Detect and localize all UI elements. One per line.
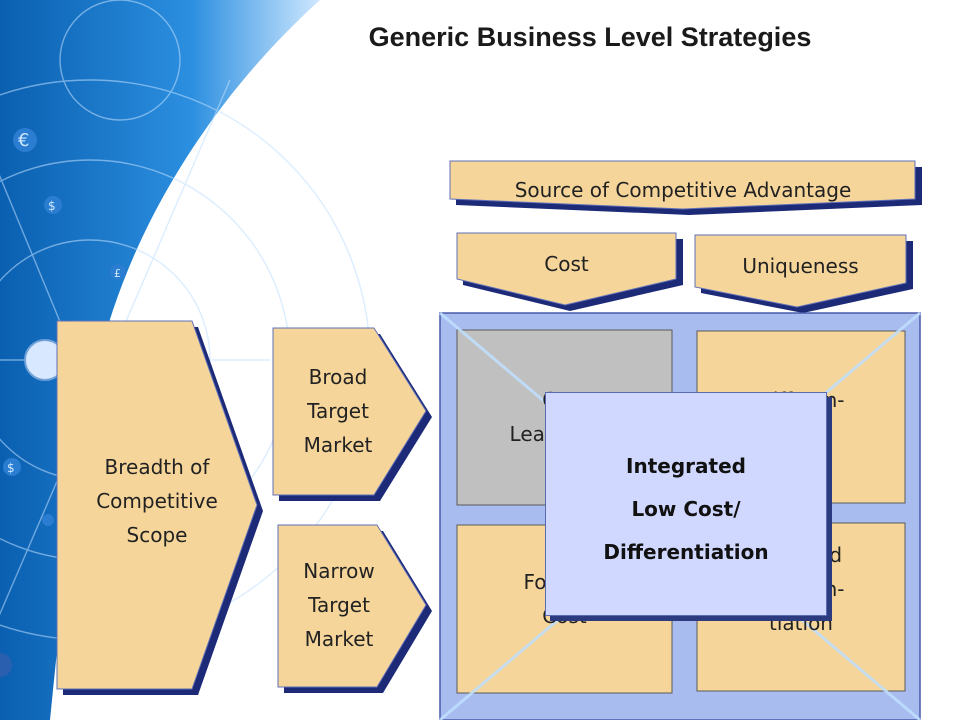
svg-text:$: $ <box>7 461 15 475</box>
cost-chevron <box>456 232 683 311</box>
cost-label: Cost <box>544 252 589 276</box>
blue-swoosh <box>0 0 320 720</box>
uniqueness-chevron <box>694 234 913 313</box>
svg-text:€: € <box>18 130 29 151</box>
breadth-arrow <box>56 320 263 695</box>
narrow-arrow <box>277 524 432 693</box>
svg-text:£: £ <box>114 267 121 280</box>
svg-text:$: $ <box>48 199 56 213</box>
source-banner <box>449 160 922 215</box>
broad-arrow <box>272 327 432 501</box>
source-label: Source of Competitive Advantage <box>514 178 852 202</box>
currency-icons: € $ £ $ <box>3 128 126 526</box>
uniqueness-label: Uniqueness <box>742 254 859 278</box>
page-title: Generic Business Level Strategies <box>368 22 812 52</box>
integrated-overlay-box <box>545 392 827 616</box>
